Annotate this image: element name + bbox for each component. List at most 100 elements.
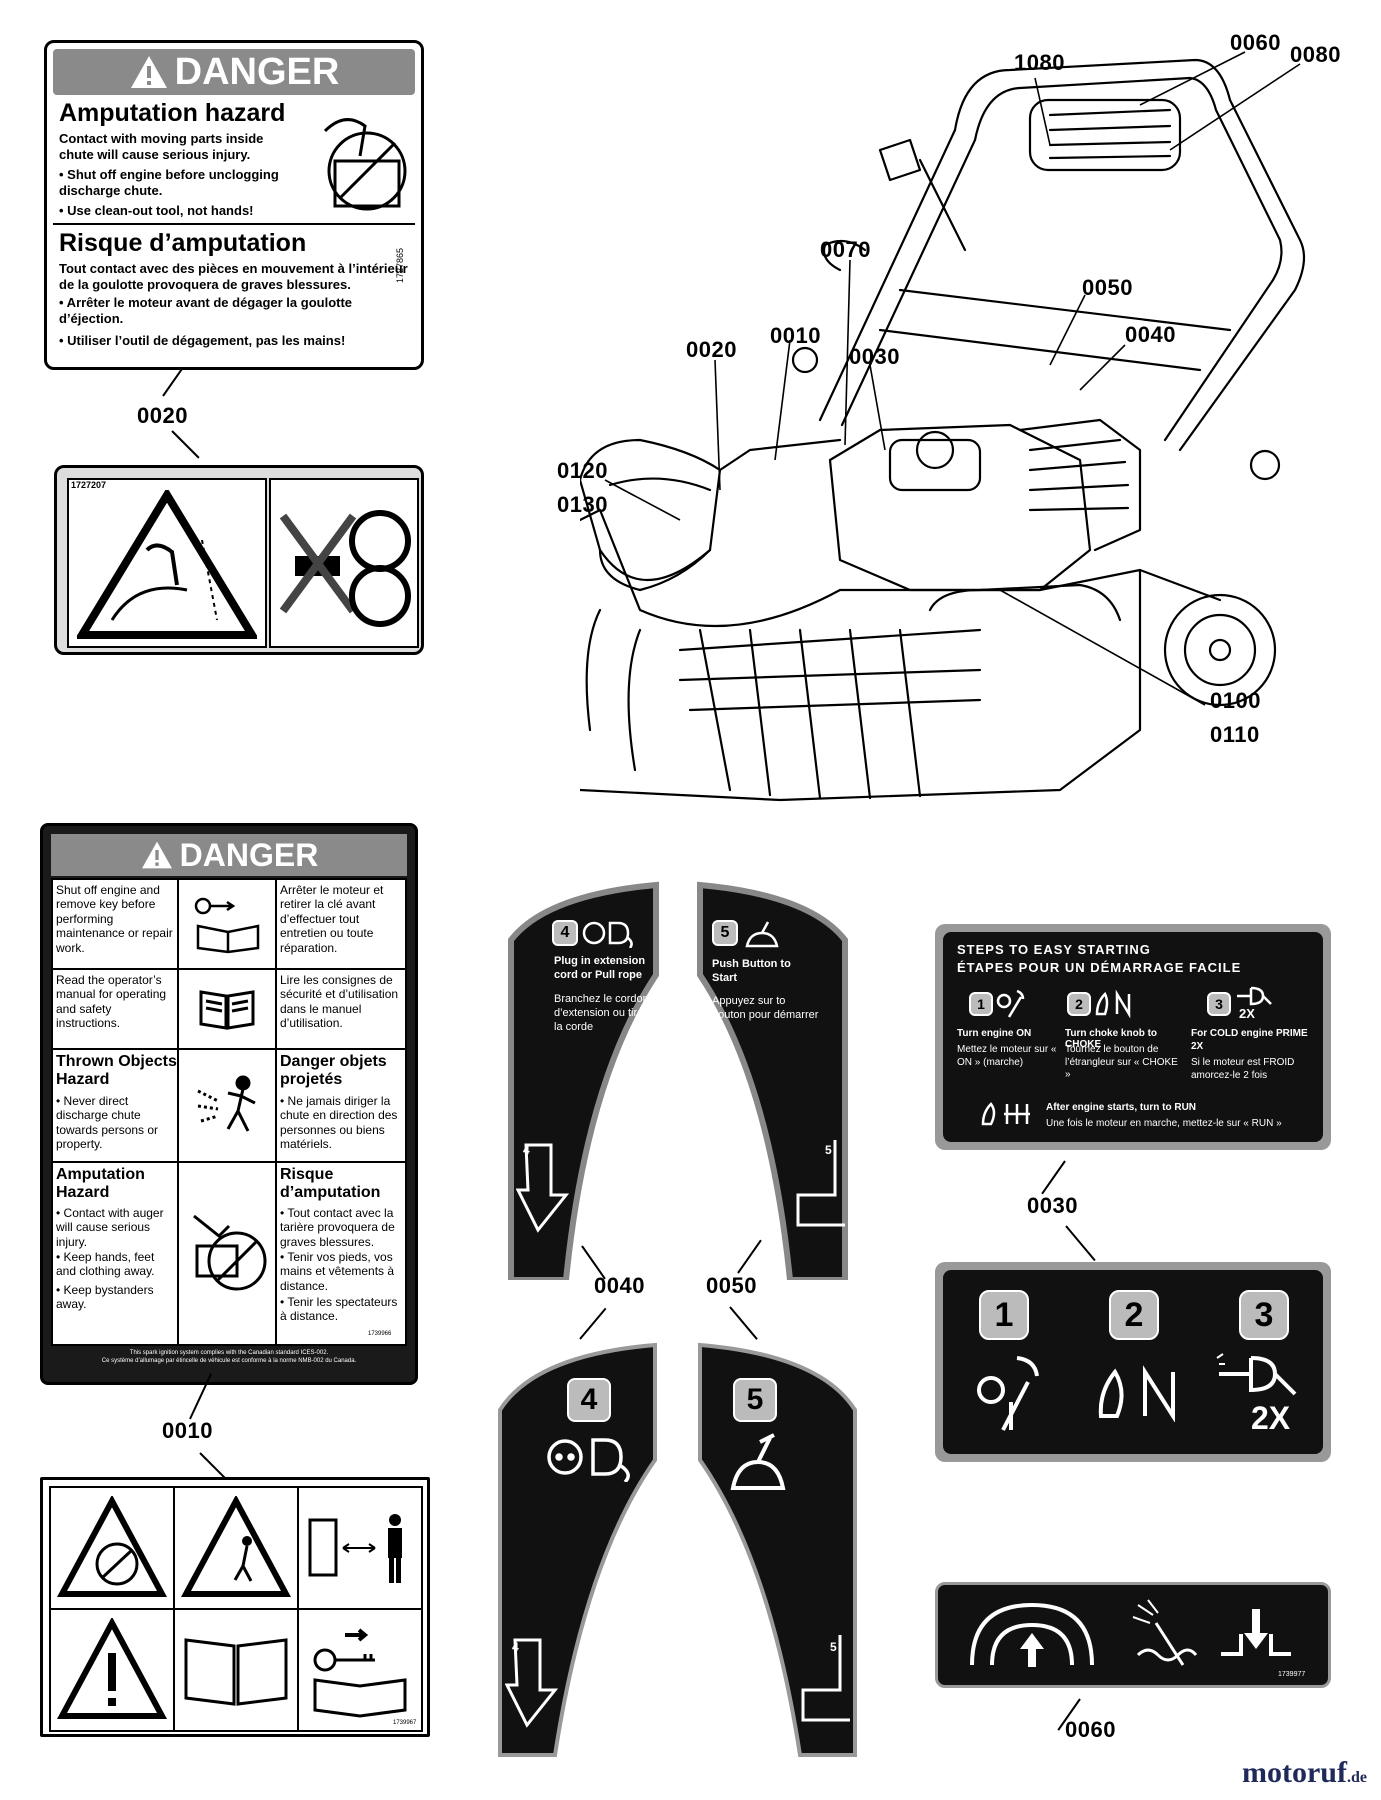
- danger2-r2-en: Read the operator’s manual for operating…: [56, 973, 167, 1031]
- hand-in-chute-prohibited-icon: [323, 118, 407, 211]
- steps-simple-badge: 2X: [1251, 1400, 1291, 1436]
- steps-run-en: After engine starts, turn to RUN: [1046, 1102, 1197, 1113]
- choke-run-icon: [981, 1102, 1030, 1126]
- label-0020-code: 1727207: [71, 480, 107, 490]
- callout-0080: 0080: [1290, 42, 1341, 67]
- callout-0040-label: 0040: [594, 1273, 645, 1298]
- danger1-fr-bullet2: • Utiliser l’outil de dégagement, pas le…: [59, 333, 346, 348]
- danger2-r4-fr-b3: • Tenir les spectateurs à distance.: [280, 1295, 398, 1324]
- primer-large-icon: [1216, 1353, 1297, 1396]
- label-0050-bottom-number: 5: [733, 1378, 777, 1422]
- push-button-large-icon: [730, 1433, 786, 1490]
- callout-0020: 0020: [686, 337, 737, 362]
- danger2-footer: This spark ignition system complies with…: [51, 1350, 407, 1366]
- plug-cord-large-icon: [547, 1438, 630, 1482]
- callout-0040: 0040: [1125, 322, 1176, 347]
- callout-0060: 0060: [1230, 30, 1281, 55]
- label-0040-top-en: Plug in extension cord or Pull rope: [554, 955, 646, 981]
- operator-manual-icon: [199, 990, 255, 1030]
- label-0040-top-fr: Branchez le cordon d’extension ou tirer …: [554, 993, 649, 1033]
- callout-0020-label: 0020: [137, 403, 188, 428]
- danger1-en-bullet2: • Use clean-out tool, not hands!: [59, 203, 254, 218]
- label-0040-top-arrow-number: 4: [523, 1143, 530, 1157]
- danger2-code: 1739966: [368, 1331, 392, 1337]
- danger1-en-bullet1: • Shut off engine before unclogging disc…: [59, 167, 279, 198]
- leader-0050-down: [729, 1306, 758, 1340]
- danger1-fr-text: Tout contact avec des pièces en mouvemen…: [59, 261, 408, 292]
- ignition-on-large-icon: [977, 1356, 1039, 1431]
- danger2-footer-fr: Ce système d’allumage par étincelle de v…: [101, 1357, 357, 1364]
- ignition-on-icon: [996, 989, 1025, 1018]
- motoruf-watermark: motoruf.de: [1242, 1756, 1367, 1790]
- label-0050-top-number: 5: [712, 920, 738, 947]
- steps-run-fr: Une fois le moteur en marche, mettez-le …: [1046, 1118, 1282, 1129]
- steps-2-number: 2: [1067, 992, 1091, 1016]
- keep-distance-icon: [308, 1514, 402, 1583]
- steps-3-number: 3: [1207, 992, 1231, 1016]
- danger2-r3-fr-title: Danger objets projetés: [280, 1053, 387, 1089]
- label-0010-pictogram-grid: 1739967: [40, 1477, 430, 1737]
- general-warning-icon: [57, 1618, 167, 1719]
- steps-simple-1: 1: [979, 1290, 1029, 1340]
- arrow-5-icon: [796, 1140, 845, 1227]
- down-arrow-4-large-icon: [505, 1638, 559, 1728]
- label-0050-top-shape: [697, 881, 848, 1280]
- danger2-r4-fr-b1: • Tout contact avec la tarière provoquer…: [280, 1206, 395, 1249]
- thrown-object-warning-icon: [181, 1496, 291, 1597]
- steps-2-fr: Tournez le bouton de l’étrangleur sur « …: [1065, 1044, 1178, 1080]
- label-0060-code: 1739977: [1278, 1671, 1306, 1678]
- steps-3-fr: Si le moteur est FROID amorcez-le 2 fois: [1191, 1057, 1295, 1081]
- steps-1-fr: Mettez le moteur sur « ON » (marche): [957, 1044, 1057, 1068]
- key-manual-icon: [194, 897, 260, 954]
- label-0050-top-fr: Appuyez sur to bouton pour démarrer: [712, 995, 819, 1021]
- auger-amputation-icon: [193, 1214, 267, 1291]
- label-0010-code: 1739967: [393, 1720, 417, 1726]
- label-0050-bottom-shape: [698, 1342, 857, 1757]
- engine-off-impeller-icon: [279, 510, 411, 627]
- steps-easy-starting-label: STEPS TO EASY STARTING ÉTAPES POUR UN DÉ…: [943, 932, 1323, 1142]
- callout-0060-label: 0060: [1065, 1717, 1116, 1742]
- remove-key-icon: [313, 1628, 407, 1718]
- label-0040-top-shape: [508, 881, 659, 1280]
- steps-3-badge: 2X: [1239, 1006, 1255, 1021]
- leader-0020-down: [171, 430, 200, 459]
- danger2-r4-en-title: Amputation Hazard: [56, 1166, 145, 1202]
- read-manual-icon: [184, 1638, 288, 1706]
- danger2-r4-en-b3: • Keep bystanders away.: [56, 1283, 154, 1312]
- plug-cord-icon: [583, 921, 634, 949]
- steps-title-en: STEPS TO EASY STARTING: [957, 942, 1151, 957]
- danger2-header: DANGER: [51, 834, 407, 876]
- callout-0100: 0100: [1210, 688, 1261, 713]
- danger2-r3-en-title: Thrown Objects Hazard: [56, 1053, 177, 1089]
- leader-0030-down: [1065, 1225, 1096, 1262]
- danger1-en-text: Contact with moving parts inside chute w…: [59, 131, 264, 162]
- steps-simple-2: 2: [1109, 1290, 1159, 1340]
- steps-simple-3: 3: [1239, 1290, 1289, 1340]
- danger-amputation-label: DANGER Amputation hazard Contact with mo…: [44, 40, 424, 370]
- brand-tld: .de: [1347, 1769, 1367, 1786]
- callout-0110: 0110: [1210, 722, 1260, 747]
- handle-squeeze-icon: [970, 1602, 1094, 1667]
- danger2-r4-fr-b2: • Tenir vos pieds, vos mains et vêtement…: [280, 1250, 395, 1293]
- danger2-r4-fr-title: Risque d’amputation: [280, 1166, 381, 1202]
- auger-engage-icon: [1132, 1599, 1198, 1666]
- choke-large-icon: [1098, 1365, 1175, 1422]
- callout-0010: 0010: [770, 323, 821, 348]
- callout-0050-label: 0050: [706, 1273, 757, 1298]
- label-0050-top-arrow-number: 5: [825, 1143, 832, 1157]
- brand-name: motoruf: [1242, 1756, 1347, 1789]
- warning-triangle-icon: [130, 56, 167, 88]
- danger-header: DANGER: [53, 49, 415, 95]
- danger2-r3-en: • Never direct discharge chute towards p…: [56, 1094, 159, 1152]
- warning-triangle-icon: [141, 841, 172, 869]
- primer-icon: [1237, 986, 1272, 1006]
- danger2-r3-fr: • Ne jamais diriger la chute en directio…: [280, 1094, 398, 1152]
- steps-1-number: 1: [969, 992, 993, 1016]
- danger1-en-title: Amputation hazard: [59, 99, 286, 127]
- steps-3-en: For COLD engine PRIME 2X: [1191, 1028, 1308, 1052]
- callout-1080: 1080: [1014, 50, 1065, 75]
- steps-1-en: Turn engine ON: [957, 1028, 1032, 1039]
- label-0040-bottom-arrow-number: 4: [512, 1640, 519, 1654]
- thrown-objects-icon: [197, 1075, 256, 1132]
- label-0040-top-number: 4: [552, 920, 578, 947]
